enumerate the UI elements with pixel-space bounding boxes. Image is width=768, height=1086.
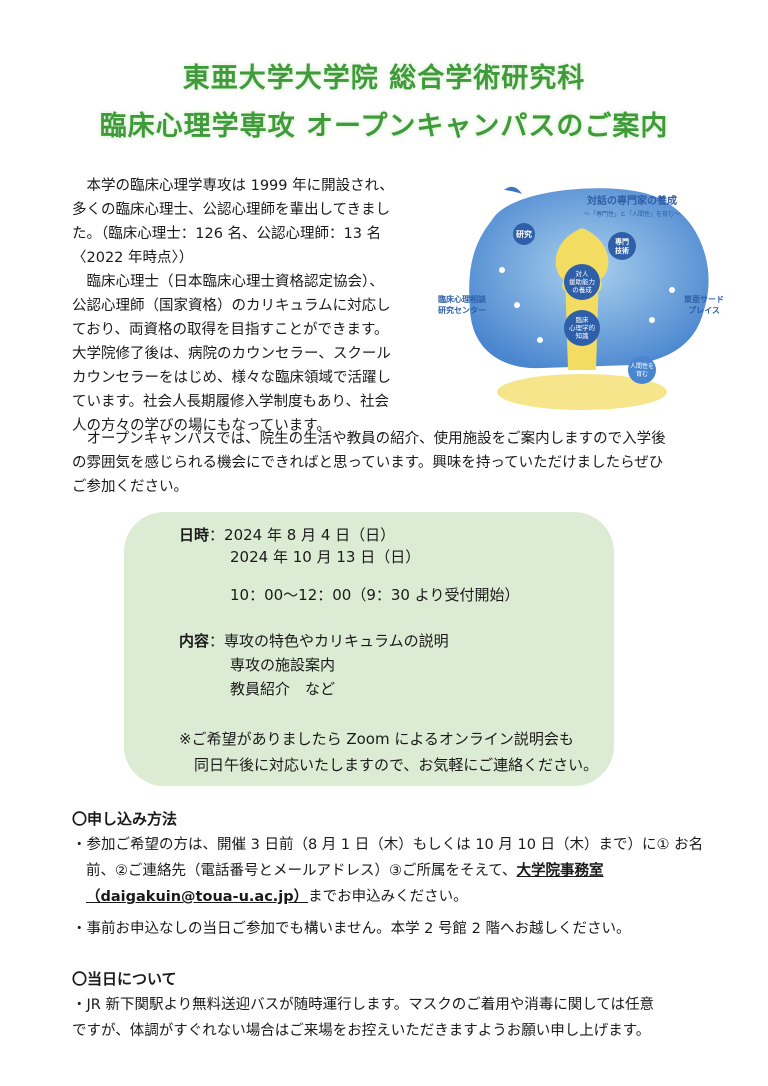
illus-trunk-1b: 援助能力 [569, 277, 595, 286]
apply-bullet-2: ・事前お申込なしの当日ご参加でも構いません。本学 2 号館 2 階へお越しくださ… [72, 921, 631, 937]
intro-line: た。（臨床心理士：126 名、公認心理師：13 名 [72, 226, 382, 242]
tree-illustration: 対話の専門家の養成 〜「専門性」と「人間性」を育む〜 研究 専門 技術 対人 援… [432, 180, 732, 412]
intro-line: 公認心理師（国家資格）のカリキュラムに対応し [72, 298, 391, 314]
dayof-text: ・JR 新下関駅より無料送迎バスが随時運行します。マスクのご着用や消毒に関しては… [72, 992, 712, 1044]
zoom-note-2: 同日午後に対応いたしますので、お気軽にご連絡ください。 [194, 756, 599, 774]
time-text: 10：00〜12：00（9：30 より受付開始） [230, 586, 520, 604]
ground-shape [497, 374, 667, 410]
apply-heading: 〇申し込み方法 [72, 810, 178, 828]
apply-bullet-1: ・参加ご希望の方は、開催 3 日前（8 月 1 日（木）もしくは 10 月 10… [72, 832, 712, 910]
apply-bullets: ・参加ご希望の方は、開催 3 日前（8 月 1 日（木）もしくは 10 月 10… [72, 832, 712, 942]
illus-title: 対話の専門家の養成 [586, 194, 677, 207]
intro-line: 〈2022 年時点〉） [72, 250, 194, 266]
intro-line: 大学院修了後は、病院のカウンセラー、スクール [72, 346, 391, 362]
label-colon: ： [209, 632, 225, 650]
email-link[interactable]: （daigakuin@toua-u.ac.jp） [86, 889, 309, 905]
illus-skill-1: 専門 [615, 237, 629, 246]
intro-text: 本学の臨床心理学専攻は 1999 年に開設され、 多くの臨床心理士、公認心理師を… [72, 174, 412, 438]
illus-left-label-1: 臨床心理相談 [438, 294, 487, 304]
date-label: 日時 [179, 526, 210, 544]
paragraph-line: の雰囲気を感じられる機会にできればと思っています。興味を持っていただけましたらぜ… [72, 455, 664, 471]
dayof-line-1: ・JR 新下関駅より無料送迎バスが随時運行します。マスクのご着用や消毒に関しては… [72, 997, 654, 1013]
apply-text-2: までお申込みください。 [308, 889, 468, 905]
intro-line: カウンセラーをはじめ、様々な臨床領域で活躍し [72, 370, 391, 386]
bird-icon [504, 186, 522, 194]
content-label: 内容 [179, 632, 210, 650]
dayof-line-2: ですが、体調がすぐれない場合はご来場をお控えいただきますようお願い申し上げます。 [72, 1023, 651, 1039]
paragraph-line: ご参加ください。 [72, 479, 188, 495]
illus-right-label-2: プレイス [688, 305, 720, 315]
illus-right-label-1: 東亜サード [684, 294, 724, 304]
illus-subtitle: 〜「専門性」と「人間性」を育む〜 [584, 210, 680, 218]
apply-text-1: ・参加ご希望の方は、開催 3 日前（8 月 1 日（木）もしくは 10 月 10… [72, 837, 704, 879]
illus-trunk-1a: 対人 [576, 269, 590, 278]
date-2: 2024 年 10 月 13 日（日） [230, 548, 421, 566]
intro-line: 人の方々の学びの場にもなっています。 [72, 418, 331, 434]
content-2: 専攻の施設案内 [230, 656, 336, 674]
intro-line: ています。社会人長期履修入学制度もあり、社会 [72, 394, 389, 410]
illus-left-label-2: 研究センター [438, 305, 486, 315]
zoom-note-1: ※ご希望がありましたら Zoom によるオンライン説明会も [179, 730, 574, 748]
content-1: 専攻の特色やカリキュラムの説明 [224, 632, 449, 650]
date-1: 2024 年 8 月 4 日（日） [224, 526, 396, 544]
intro-line: ており、両資格の取得を目指すことができます。 [72, 322, 389, 338]
illus-root-2: 育む [636, 370, 648, 378]
dayof-heading: 〇当日について [72, 970, 177, 988]
intro-line: 臨床心理士（日本臨床心理士資格認定協会）、 [86, 274, 384, 290]
content-row-1: 内容：専攻の特色やカリキュラムの説明 [179, 630, 449, 652]
illus-trunk-1c: の養成 [572, 285, 592, 294]
illus-root-1: 人間性を [630, 362, 654, 370]
page-title-line2: 臨床心理学専攻 オープンキャンパスのご案内 [99, 111, 669, 142]
paragraph-line: オープンキャンパスでは、院生の生活や教員の紹介、使用施設をご案内しますので入学後 [86, 431, 666, 447]
open-campus-paragraph: オープンキャンパスでは、院生の生活や教員の紹介、使用施設をご案内しますので入学後… [72, 427, 712, 499]
illus-trunk-2b: 心理学的 [569, 323, 596, 332]
content-3: 教員紹介 など [230, 680, 336, 698]
intro-line: 多くの臨床心理士、公認心理師を輩出してきまし [72, 202, 391, 218]
event-info-box: 日時：2024 年 8 月 4 日（日） 2024 年 10 月 13 日（日）… [124, 512, 614, 786]
page-title-line1: 東亜大学大学院 総合学術研究科 [182, 63, 586, 94]
date-row-1: 日時：2024 年 8 月 4 日（日） [179, 524, 395, 546]
label-colon: ： [209, 526, 225, 544]
illus-trunk-2c: 知識 [576, 331, 590, 340]
intro-line: 本学の臨床心理学専攻は 1999 年に開設され、 [86, 178, 394, 194]
illus-skill-2: 技術 [615, 246, 629, 255]
illus-trunk-2a: 臨床 [576, 315, 590, 324]
office-link[interactable]: 大学院事務室 [516, 863, 604, 879]
illus-research: 研究 [516, 229, 532, 239]
